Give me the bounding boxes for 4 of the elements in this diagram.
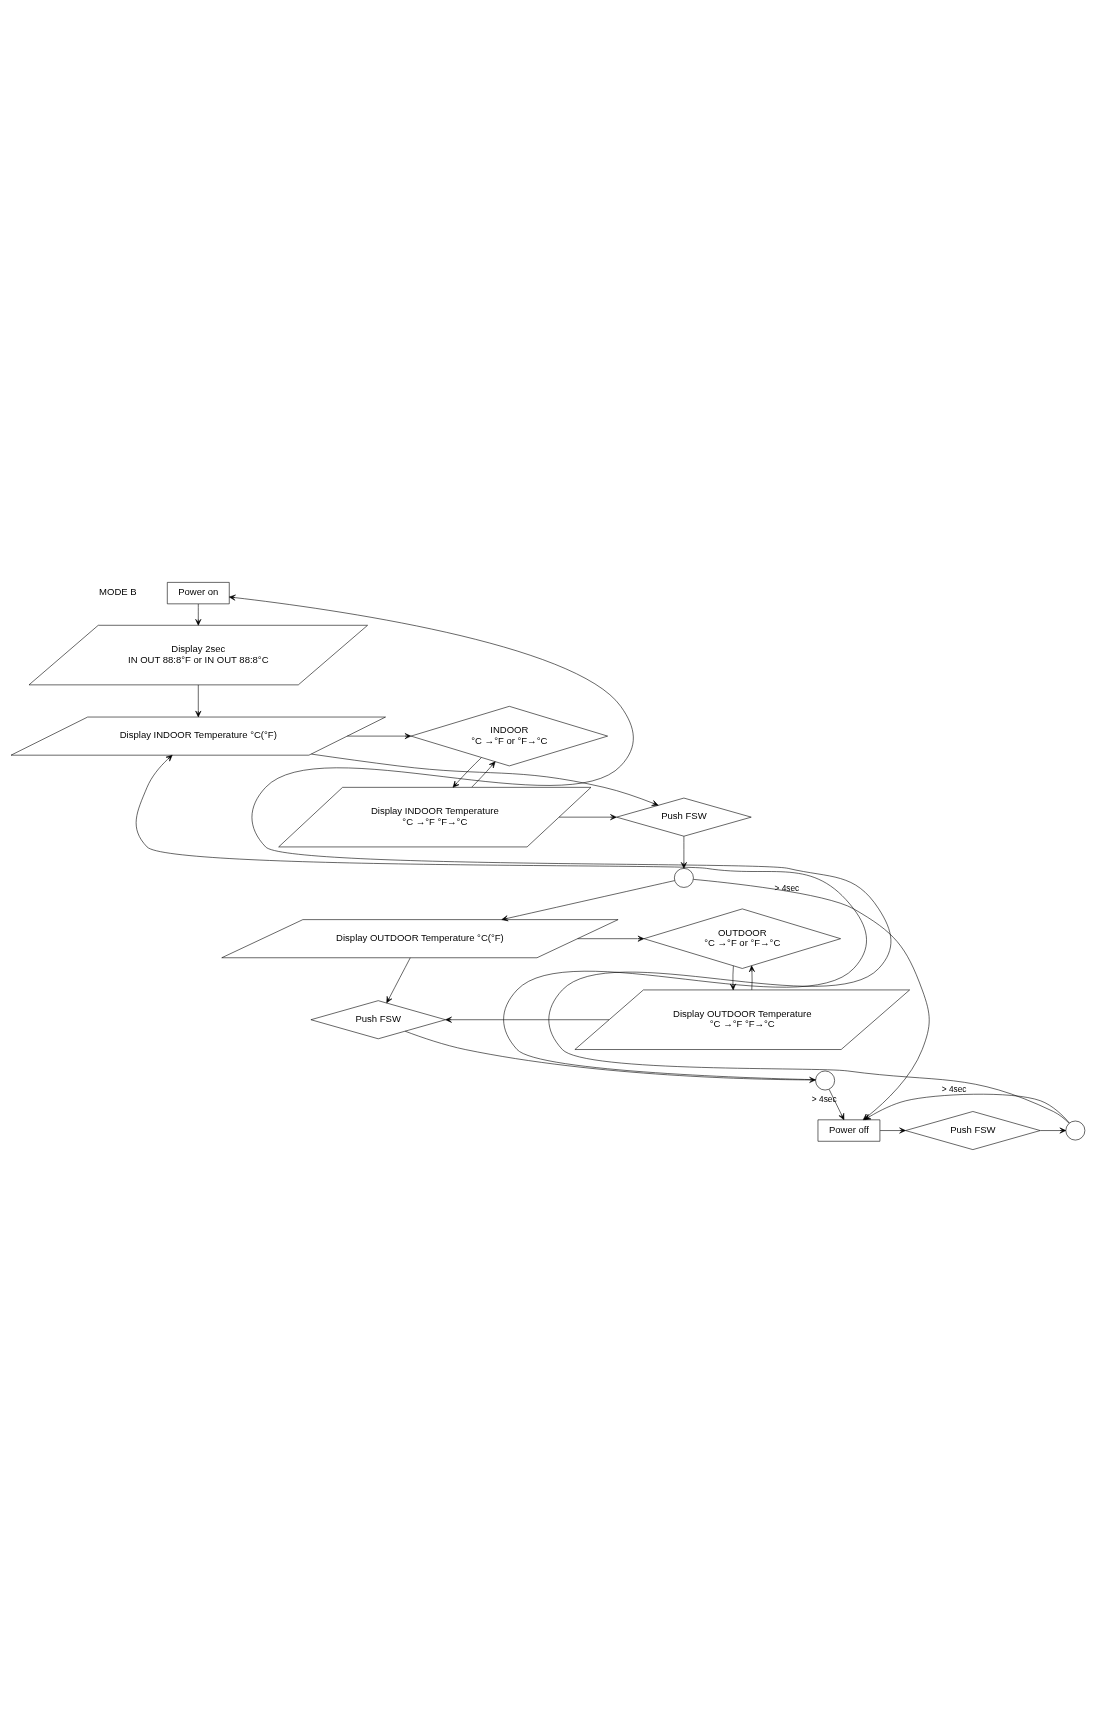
label: MODE B (99, 585, 137, 597)
edge-label: > 4sec (811, 1093, 837, 1104)
edge-label: > 4sec (774, 882, 800, 893)
edge-label: > 4sec (941, 1083, 967, 1094)
